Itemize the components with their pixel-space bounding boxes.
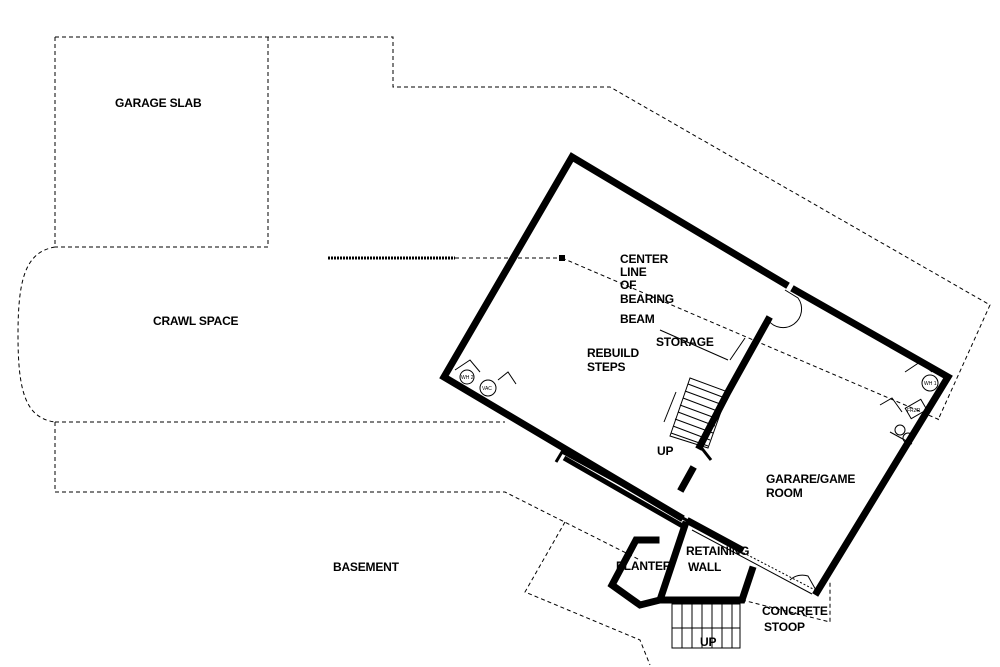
label-retaining-wall-2: WALL [688, 560, 721, 574]
label-center-line-4: BEARING [620, 292, 674, 306]
label-planter: PLANTER [616, 559, 672, 573]
label-garage-room-1: GARARE/GAME [766, 472, 855, 486]
label-basement: BASEMENT [333, 560, 400, 574]
water-heater-left-icon [459, 369, 475, 385]
svg-text:WH 2: WH 2 [461, 375, 474, 381]
label-crawl-space: CRAWL SPACE [153, 314, 239, 328]
retaining-wall [554, 449, 816, 609]
label-up-stoop: UP [700, 635, 716, 649]
label-garage-room-2: ROOM [766, 486, 803, 500]
interior-stair [663, 377, 729, 449]
label-concrete-stoop-2: STOOP [764, 620, 805, 634]
building-walls [439, 152, 953, 597]
bearing-beam [328, 255, 941, 421]
label-retaining-wall-1: RETAINING [686, 544, 749, 558]
stoop-stair [671, 603, 741, 649]
svg-text:WH 1: WH 1 [924, 381, 937, 387]
label-rebuild-steps-2: STEPS [587, 360, 626, 374]
label-center-line-5: BEAM [620, 312, 655, 326]
equipment: WH 2 VAC WH 1 FRZR [454, 359, 939, 445]
svg-text:FRZR: FRZR [907, 408, 921, 414]
label-center-line-1: CENTER [620, 252, 669, 266]
label-center-line-2: LINE [620, 265, 647, 279]
label-concrete-stoop-1: CONCRETE [762, 604, 828, 618]
plan-labels: GARAGE SLAB CRAWL SPACE BASEMENT CENTER … [115, 96, 856, 649]
svg-text:VAC: VAC [482, 386, 492, 392]
label-up-stair: UP [657, 444, 673, 458]
upper-level-outline [17, 36, 991, 666]
label-garage-slab: GARAGE SLAB [115, 96, 202, 110]
label-center-line-3: OF [620, 278, 636, 292]
water-heater-right-icon [921, 374, 939, 392]
label-storage: STORAGE [656, 335, 714, 349]
vacuum-icon [479, 379, 497, 397]
freezer-icon [904, 398, 928, 420]
label-rebuild-steps-1: REBUILD [587, 346, 639, 360]
